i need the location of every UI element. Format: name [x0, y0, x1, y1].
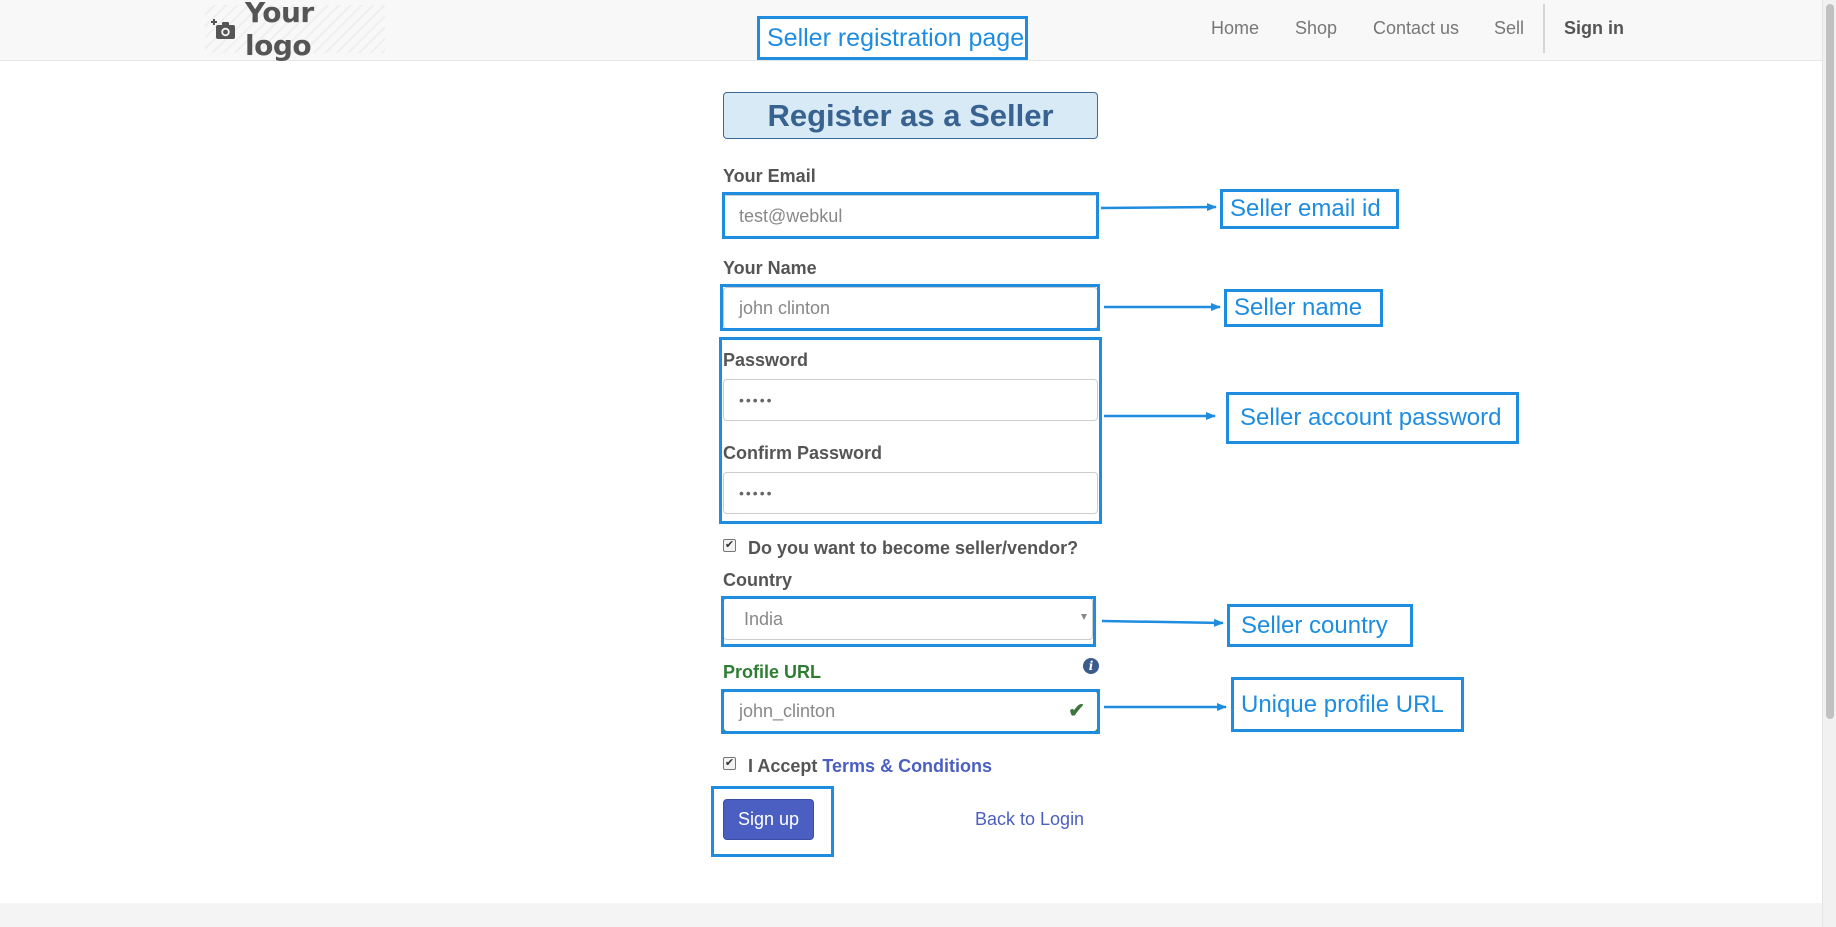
logo-text: Your logo: [245, 0, 314, 62]
nav-sell[interactable]: Sell: [1494, 18, 1525, 38]
callout-profile-url: Unique profile URL: [1231, 677, 1464, 732]
profile-url-label: Profile URL: [723, 662, 822, 682]
profile-url-field[interactable]: john_clinton ✔: [723, 690, 1098, 732]
arrow-country: [1101, 618, 1224, 627]
terms-checkbox[interactable]: ✔: [723, 757, 736, 770]
nav-shop[interactable]: Shop: [1295, 18, 1338, 38]
callout-name: Seller name: [1224, 289, 1383, 327]
callout-password: Seller account password: [1226, 392, 1519, 444]
name-field[interactable]: john clinton: [723, 287, 1098, 329]
footer: [0, 903, 1822, 927]
callout-email: Seller email id: [1220, 189, 1399, 229]
sign-up-button[interactable]: Sign up: [723, 799, 814, 840]
scrollbar-thumb[interactable]: [1826, 4, 1834, 719]
confirm-password-field[interactable]: •••••: [723, 472, 1098, 514]
country-value: India: [744, 609, 784, 629]
info-circle-icon[interactable]: i: [1083, 658, 1099, 674]
nav-contact-us[interactable]: Contact us: [1373, 18, 1460, 38]
country-label: Country: [723, 570, 792, 590]
confirm-password-label: Confirm Password: [723, 443, 883, 463]
form-title: Register as a Seller: [723, 92, 1098, 139]
page-scrollbar[interactable]: [1822, 0, 1836, 927]
email-field[interactable]: test@webkul: [723, 195, 1098, 237]
password-field[interactable]: •••••: [723, 379, 1098, 421]
callout-country: Seller country: [1227, 604, 1413, 647]
caret-down-icon: [1081, 614, 1087, 620]
back-to-login-link[interactable]: Back to Login: [975, 809, 1085, 829]
terms-link[interactable]: Terms & Conditions: [822, 756, 993, 776]
profile-url-value: john_clinton: [739, 701, 836, 721]
country-select[interactable]: India: [723, 598, 1093, 640]
arrow-email: [1100, 203, 1217, 212]
become-seller-checkbox[interactable]: ✔: [723, 539, 736, 552]
email-label: Your Email: [723, 166, 816, 186]
name-label: Your Name: [723, 258, 817, 278]
terms-prefix: I Accept: [748, 756, 818, 776]
nav-divider: [1543, 4, 1545, 53]
password-label: Password: [723, 350, 809, 370]
terms-label: I Accept Terms & Conditions: [748, 756, 992, 777]
callout-page-title: Seller registration page: [757, 16, 1028, 60]
become-seller-label: Do you want to become seller/vendor?: [748, 538, 1079, 558]
nav-home[interactable]: Home: [1211, 18, 1260, 38]
nav-sign-in[interactable]: Sign in: [1564, 18, 1624, 38]
checkmark-icon: ✔: [1068, 700, 1085, 722]
camera-plus-icon: [211, 17, 237, 41]
site-logo[interactable]: Your logo: [205, 0, 385, 62]
